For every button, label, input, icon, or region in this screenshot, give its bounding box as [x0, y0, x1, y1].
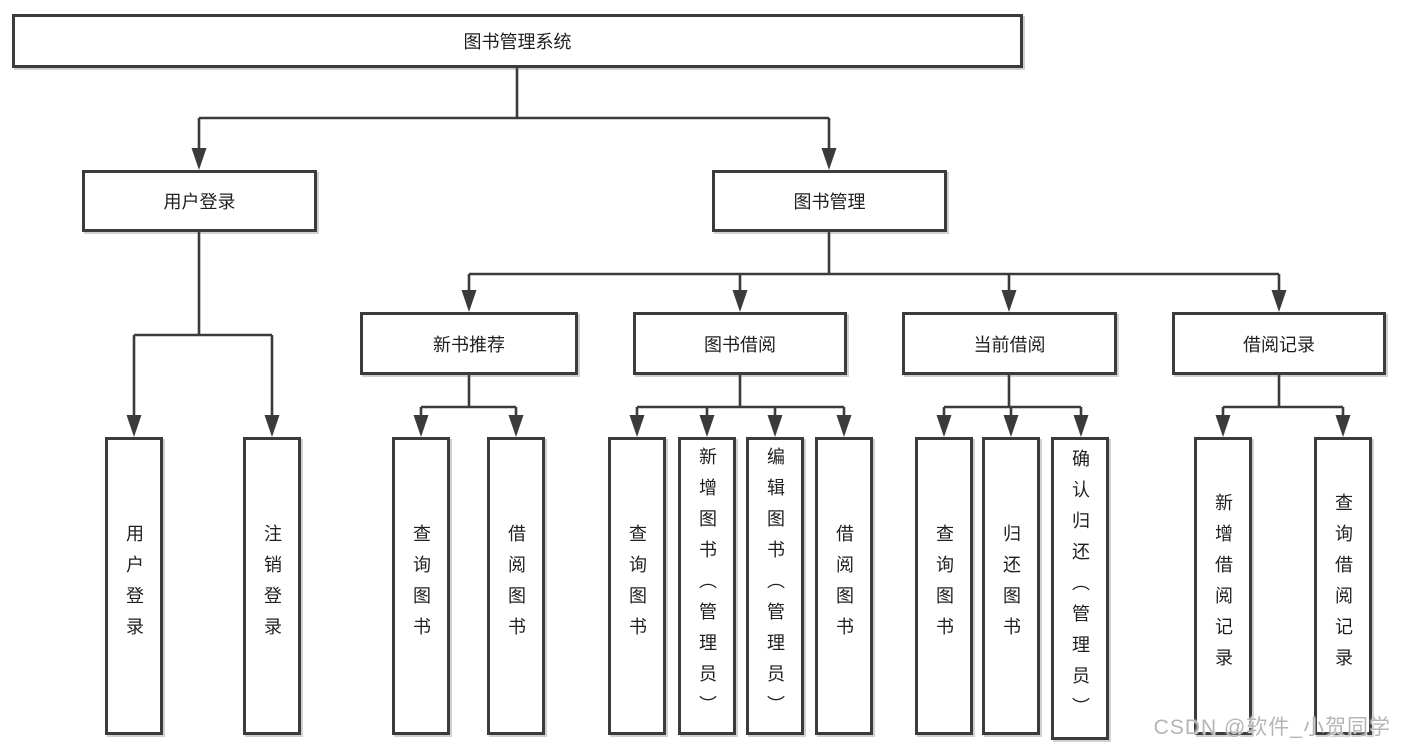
node-root-system: 图书管理系统	[12, 14, 1023, 68]
node-label: 新书推荐	[433, 334, 505, 355]
node-label: 用户登录	[163, 192, 236, 212]
node-label: 借阅记录	[1243, 334, 1315, 355]
node-leaf-add-books-admin: 新增图书（管理员）	[678, 437, 736, 735]
node-leaf-query-borrow-record: 查询借阅记录	[1314, 437, 1372, 735]
node-new-book-recommendation: 新书推荐	[360, 312, 578, 375]
connector-borrowing-records-to-leaves	[1215, 375, 1351, 437]
node-user-login: 用户登录	[82, 170, 317, 232]
connector-user-login-to-leaves	[126, 232, 280, 437]
node-label: 编辑图书（管理员）	[765, 446, 785, 726]
arrowhead-icon	[1001, 290, 1017, 312]
arrowhead-icon	[1215, 415, 1231, 437]
connector-lines	[467, 232, 1281, 292]
connector-book-borrowing-to-leaves	[629, 375, 852, 437]
node-label: 新增图书（管理员）	[697, 446, 717, 726]
node-label: 查询借阅记录	[1333, 493, 1353, 679]
node-label: 归还图书	[1001, 524, 1021, 648]
csdn-watermark: CSDN @软件_小贺同学	[1153, 716, 1391, 739]
arrowhead-icon	[836, 415, 852, 437]
node-book-borrowing: 图书借阅	[633, 312, 847, 375]
arrowhead-icon	[936, 415, 952, 437]
arrowhead-icon	[413, 415, 429, 437]
node-leaf-query-books-current: 查询图书	[915, 437, 973, 735]
connector-lines	[635, 375, 846, 417]
node-borrowing-records: 借阅记录	[1172, 312, 1386, 375]
arrowhead-icon	[1003, 415, 1019, 437]
connector-lines	[197, 68, 831, 150]
node-label: 借阅图书	[834, 524, 854, 648]
node-label: 借阅图书	[506, 524, 526, 648]
node-leaf-return-books: 归还图书	[982, 437, 1040, 735]
arrowhead-icon	[767, 415, 783, 437]
node-leaf-borrow-books: 借阅图书	[815, 437, 873, 735]
arrowhead-icon	[508, 415, 524, 437]
arrowhead-icon	[699, 415, 715, 437]
node-leaf-confirm-return-admin: 确认归还（管理员）	[1051, 437, 1109, 740]
arrowhead-icon	[732, 290, 748, 312]
arrowhead-icon	[1271, 290, 1287, 312]
node-label: 查询图书	[627, 524, 647, 648]
node-leaf-query-books-recommend: 查询图书	[392, 437, 450, 735]
arrowhead-icon	[461, 290, 477, 312]
connector-lines	[132, 232, 274, 417]
arrowhead-icon	[629, 415, 645, 437]
node-label: 新增借阅记录	[1213, 493, 1233, 679]
connector-root-to-level2	[191, 68, 837, 170]
node-label: 查询图书	[411, 524, 431, 648]
arrowhead-icon	[1335, 415, 1351, 437]
node-leaf-user-login: 用户登录	[105, 437, 163, 735]
node-label: 图书管理系统	[463, 32, 572, 52]
connector-lines	[942, 375, 1083, 417]
connector-new-book-recommendation-to-leaves	[413, 375, 524, 437]
node-leaf-query-books-borrowing: 查询图书	[608, 437, 666, 735]
connector-book-management-to-level3	[461, 232, 1287, 312]
arrowhead-icon	[191, 148, 207, 170]
node-label: 查询图书	[934, 524, 954, 648]
node-leaf-logout: 注销登录	[243, 437, 301, 735]
arrowhead-icon	[1073, 415, 1089, 437]
arrowhead-icon	[264, 415, 280, 437]
node-leaf-borrow-books-recommend: 借阅图书	[487, 437, 545, 735]
connector-current-borrowing-to-leaves	[936, 375, 1089, 437]
connector-lines	[1221, 375, 1345, 417]
node-label: 确认归还（管理员）	[1070, 449, 1090, 728]
node-leaf-edit-books-admin: 编辑图书（管理员）	[746, 437, 804, 735]
node-label: 用户登录	[124, 524, 144, 648]
node-label: 注销登录	[262, 524, 282, 648]
connector-lines	[419, 375, 518, 417]
node-leaf-add-borrow-record: 新增借阅记录	[1194, 437, 1252, 735]
node-label: 当前借阅	[973, 334, 1046, 355]
node-current-borrowing: 当前借阅	[902, 312, 1117, 375]
node-label: 图书借阅	[704, 334, 776, 355]
node-label: 图书管理	[793, 192, 866, 212]
node-book-management: 图书管理	[712, 170, 947, 232]
arrowhead-icon	[821, 148, 837, 170]
arrowhead-icon	[126, 415, 142, 437]
